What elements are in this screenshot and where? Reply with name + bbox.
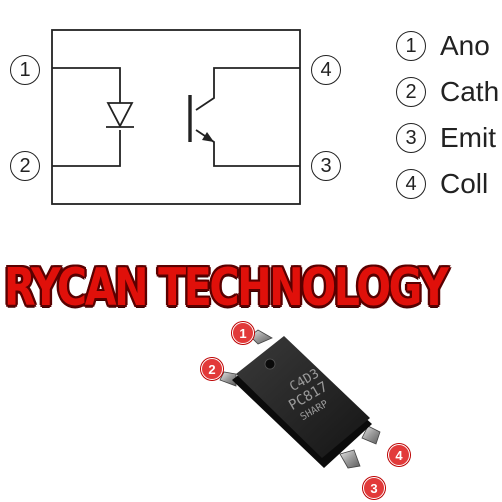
legend-item-collector: 4 Coll [396, 164, 488, 204]
pin-number: 1 [19, 58, 31, 81]
legend-number: 1 [396, 31, 426, 61]
badge-number: 4 [395, 447, 403, 463]
legend-label: Emit [440, 122, 496, 153]
schematic-pin-1: 1 [10, 55, 40, 85]
pin-number: 2 [19, 154, 31, 177]
schematic-diagram [51, 29, 301, 205]
emitter-arrow [202, 132, 214, 142]
chip-pin-badge-4: 4 [388, 444, 410, 466]
led-diode-symbol [106, 102, 134, 128]
legend-number: 4 [396, 169, 426, 199]
legend-item-emitter: 3 Emit [396, 118, 496, 158]
legend-item-cathode: 2 Cath [396, 72, 499, 112]
pin1-indicator-dot [264, 358, 276, 370]
legend-label: Ano [440, 30, 490, 61]
collector-wire [195, 67, 300, 111]
legend-number: 3 [396, 123, 426, 153]
chip-pin-badge-2: 2 [201, 358, 223, 380]
legend-label: Coll [440, 168, 489, 199]
emitter-wire [195, 129, 300, 167]
chip-illustration: C4D3 PC817 SHARP [219, 329, 381, 469]
legend-label: Cath [440, 76, 500, 107]
chip-pin-badge-3: 3 [363, 477, 385, 499]
legend-number: 2 [396, 77, 426, 107]
brand-banner: RYCAN TECHNOLOGY [0, 258, 502, 318]
chip-lead [339, 449, 361, 469]
chip-lead [249, 329, 273, 345]
badge-number: 1 [239, 325, 247, 341]
badge-number: 2 [208, 361, 216, 377]
package-outline [51, 29, 301, 205]
pin-number: 4 [320, 58, 332, 81]
cathode-wire [52, 130, 121, 167]
brand-banner-text: RYCAN TECHNOLOGY [4, 258, 449, 318]
schematic-pin-2: 2 [10, 151, 40, 181]
pin-number: 3 [320, 154, 332, 177]
schematic-pin-3: 3 [311, 151, 341, 181]
chip-pin-badge-1: 1 [232, 322, 254, 344]
pin-legend: 1 Ano 2 Cath 3 Emit 4 Coll [396, 26, 502, 206]
legend-item-anode: 1 Ano [396, 26, 490, 66]
schematic-pin-4: 4 [311, 55, 341, 85]
chip-lead [361, 425, 381, 445]
badge-number: 3 [370, 480, 378, 496]
anode-wire [52, 67, 121, 103]
